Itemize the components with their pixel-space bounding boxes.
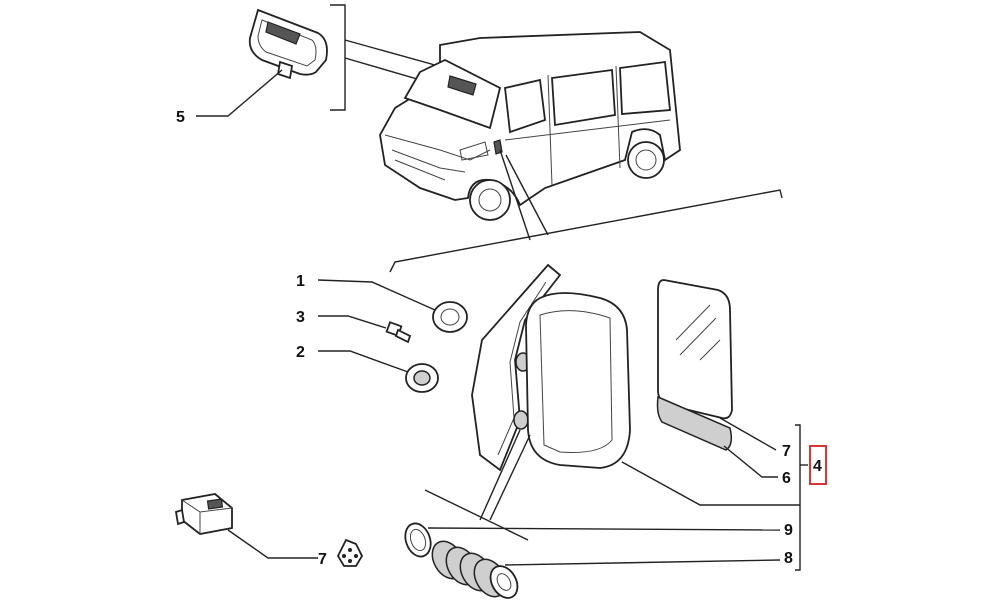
leader-2 — [318, 350, 409, 373]
callout-9: 9 — [784, 522, 793, 539]
exterior-mirror-assembly — [471, 263, 631, 472]
ring-part-9 — [404, 522, 432, 558]
callout-3: 3 — [296, 309, 305, 326]
bracket-4 — [795, 424, 801, 571]
leader-8 — [504, 559, 781, 566]
leader-7a — [719, 417, 777, 451]
highlight-box-4 — [809, 445, 827, 485]
mirror-glass-part-7 — [657, 279, 733, 420]
bellows-boot-part-8 — [431, 540, 519, 599]
mirror-bracket-line — [330, 4, 346, 111]
callout-7a: 7 — [782, 443, 791, 460]
callout-8: 8 — [784, 550, 793, 567]
leader-3 — [318, 315, 387, 329]
leader-1 — [317, 279, 436, 311]
callout-1: 1 — [296, 273, 305, 290]
callout-4: 4 — [813, 458, 822, 475]
leader-7b — [227, 529, 318, 559]
callout-7b: 7 — [318, 551, 327, 568]
electrical-connector-part-7 — [174, 493, 233, 535]
van-illustration — [379, 31, 681, 221]
callout-5: 5 — [176, 109, 185, 126]
mirror-lower-glass-part-6 — [656, 395, 733, 451]
leader-9 — [427, 527, 781, 531]
detail-pointer-line-2 — [505, 154, 549, 236]
detail-pointer-line — [499, 149, 531, 241]
detail-pointer-lower — [479, 429, 521, 521]
callout-6: 6 — [782, 470, 791, 487]
grommet-part-1 — [432, 301, 468, 333]
boot-frame-line — [424, 489, 529, 541]
detail-pointer-lower-2 — [489, 434, 531, 521]
screw-part-3 — [385, 321, 412, 344]
callout-2: 2 — [296, 344, 305, 361]
leader-6 — [723, 445, 778, 478]
connector-pin-face-icon — [336, 538, 364, 567]
interior-mirror — [248, 8, 328, 80]
leader-5 — [196, 69, 283, 117]
leader-4-housing — [621, 461, 800, 506]
detail-frame-top — [389, 189, 783, 273]
washer-part-2 — [405, 363, 439, 393]
